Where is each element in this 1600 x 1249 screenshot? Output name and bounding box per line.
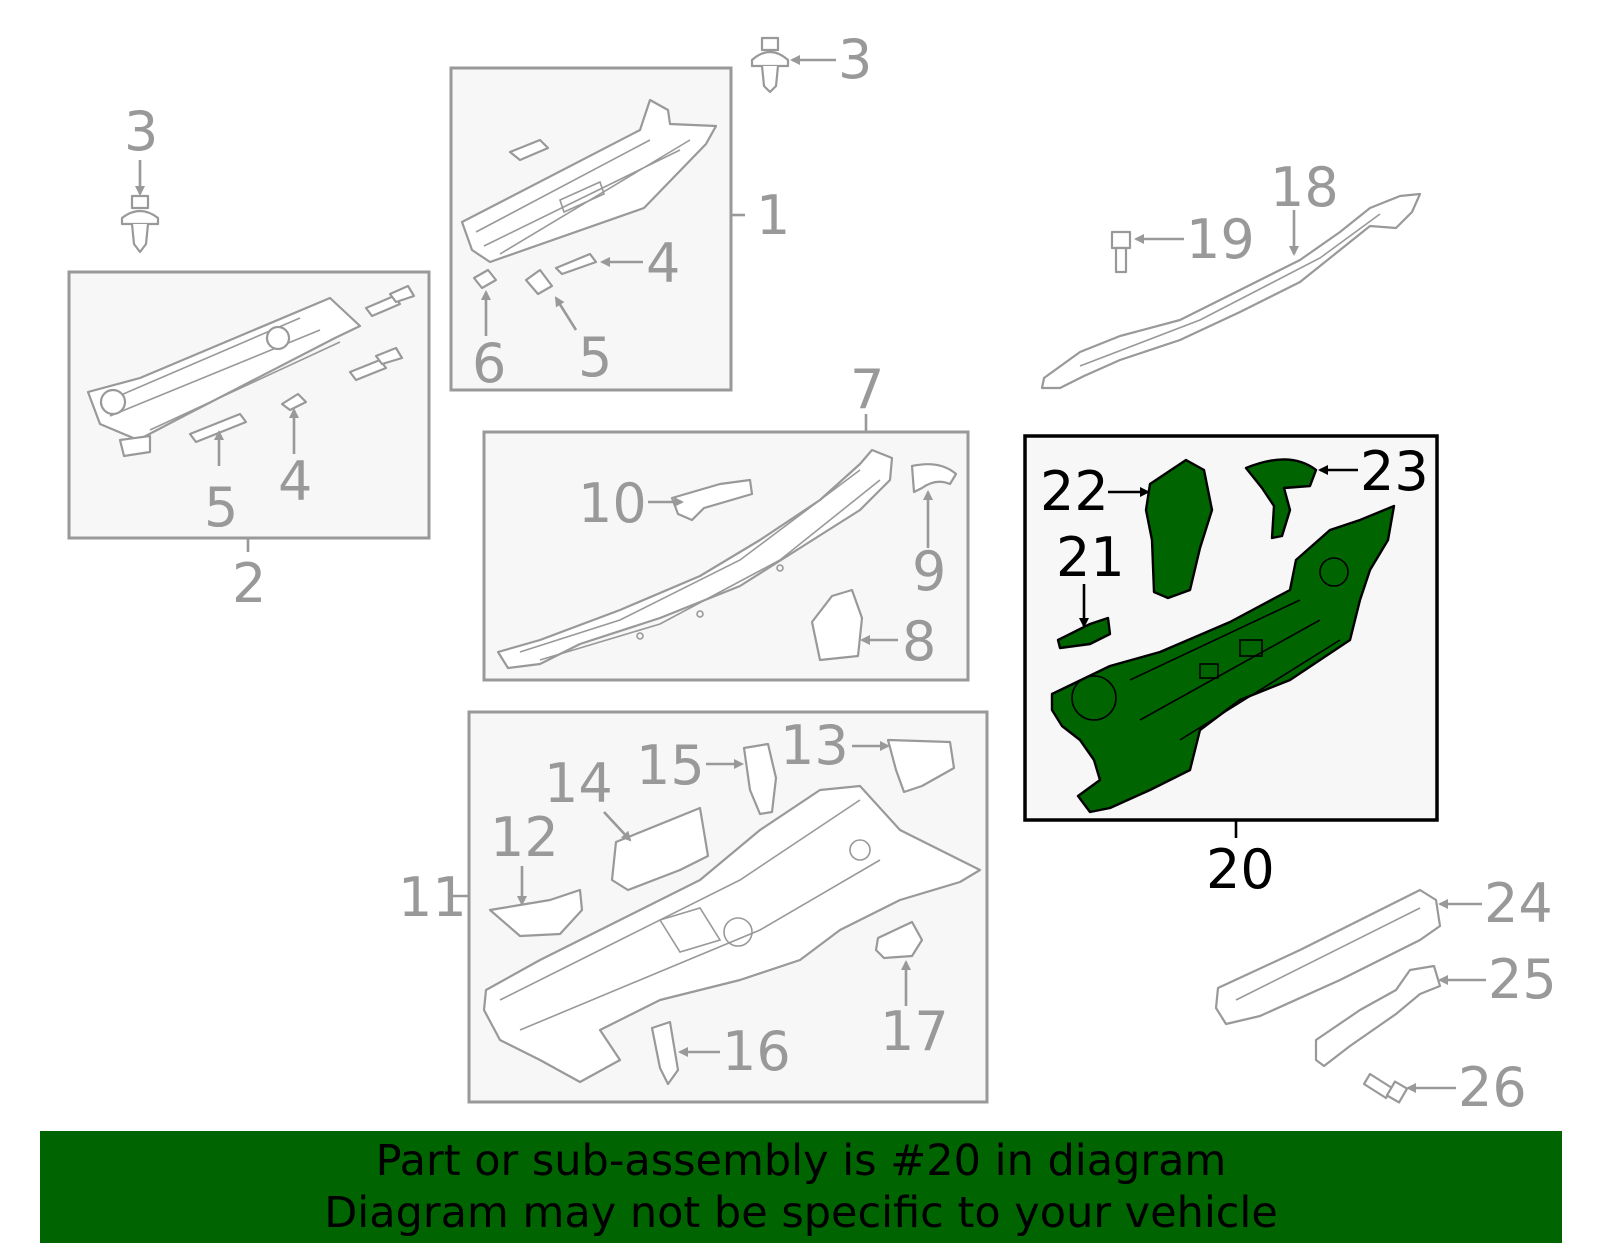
callout-18: 18 <box>1270 156 1339 219</box>
callout-5-top: 5 <box>578 326 612 389</box>
cowl-panel-part[interactable] <box>86 296 362 458</box>
cross-member-part[interactable] <box>496 448 894 670</box>
callout-24: 24 <box>1484 872 1553 935</box>
callout-10: 10 <box>578 472 647 535</box>
bracket-22[interactable] <box>1144 458 1214 600</box>
seal-5-left <box>188 412 248 444</box>
bracket-12[interactable] <box>488 888 584 938</box>
callout-16: 16 <box>722 1020 791 1083</box>
bracket-21[interactable] <box>1056 616 1112 650</box>
seal-5-top[interactable] <box>524 268 554 296</box>
upper-cowl-part[interactable] <box>460 98 718 264</box>
bracket-8[interactable] <box>810 588 864 662</box>
callout-17: 17 <box>880 1000 949 1063</box>
rail-24-part[interactable] <box>1214 888 1442 1026</box>
callout-1: 1 <box>756 184 790 247</box>
bracket-13[interactable] <box>886 738 956 794</box>
callout-labels: 1 2 3 3 4 4 5 5 6 7 8 9 10 11 12 13 14 1… <box>124 28 1557 1119</box>
callout-13: 13 <box>780 714 849 777</box>
bracket-17[interactable] <box>874 920 924 960</box>
banner-line-disclaimer: Diagram may not be specific to your vehi… <box>324 1188 1278 1238</box>
bracket-15[interactable] <box>742 742 778 816</box>
callout-4-left: 4 <box>278 450 312 513</box>
callout-20: 20 <box>1206 838 1275 901</box>
callout-4-top: 4 <box>646 232 680 295</box>
callout-8: 8 <box>902 610 936 673</box>
bracket-14[interactable] <box>610 806 710 892</box>
callout-15: 15 <box>636 734 705 797</box>
callout-23: 23 <box>1360 440 1429 503</box>
bracket-10[interactable] <box>670 478 754 522</box>
group-box-1 <box>449 66 745 392</box>
clip-3-top[interactable] <box>750 36 790 94</box>
callout-3-left: 3 <box>124 100 158 163</box>
bracket-23[interactable] <box>1244 458 1318 540</box>
dash-lower-part[interactable] <box>482 784 982 1084</box>
callout-21: 21 <box>1056 526 1125 589</box>
rail-25-part[interactable] <box>1314 964 1442 1068</box>
callout-22: 22 <box>1040 460 1109 523</box>
seal-upper[interactable] <box>508 138 550 162</box>
callout-2: 2 <box>232 552 266 615</box>
callout-9: 9 <box>912 540 946 603</box>
clip-9[interactable] <box>910 463 958 494</box>
seal-4-top[interactable] <box>554 252 598 276</box>
banner-line-part: Part or sub-assembly is #20 in diagram <box>375 1136 1227 1186</box>
seal-4-left <box>280 392 308 412</box>
bracket-16[interactable] <box>650 1020 680 1086</box>
rail-18-part[interactable] <box>1040 192 1422 390</box>
callout-19: 19 <box>1186 208 1255 271</box>
callout-12: 12 <box>490 806 559 869</box>
callout-7: 7 <box>850 358 884 421</box>
callout-25: 25 <box>1488 948 1557 1011</box>
callout-14: 14 <box>544 752 613 815</box>
group-box-7 <box>482 414 970 682</box>
callout-5-left: 5 <box>204 476 238 539</box>
part-info-banner: Part or sub-assembly is #20 in diagram D… <box>40 1131 1562 1243</box>
bolt-19[interactable] <box>1110 230 1132 274</box>
group-box-11 <box>452 710 989 1104</box>
callout-6: 6 <box>472 332 506 395</box>
callout-3-top: 3 <box>838 28 872 91</box>
dash-panel-part-20[interactable] <box>1050 504 1396 814</box>
seal-6[interactable] <box>472 268 498 290</box>
small-seal-parts[interactable] <box>188 284 416 444</box>
callout-26: 26 <box>1458 1056 1527 1119</box>
clip-3-left[interactable] <box>120 194 160 254</box>
callout-11: 11 <box>398 866 467 929</box>
bolt-26[interactable] <box>1362 1072 1409 1104</box>
group-box-20 <box>1023 434 1439 838</box>
leader-lines <box>214 257 1486 1093</box>
group-box-2 <box>67 270 431 552</box>
